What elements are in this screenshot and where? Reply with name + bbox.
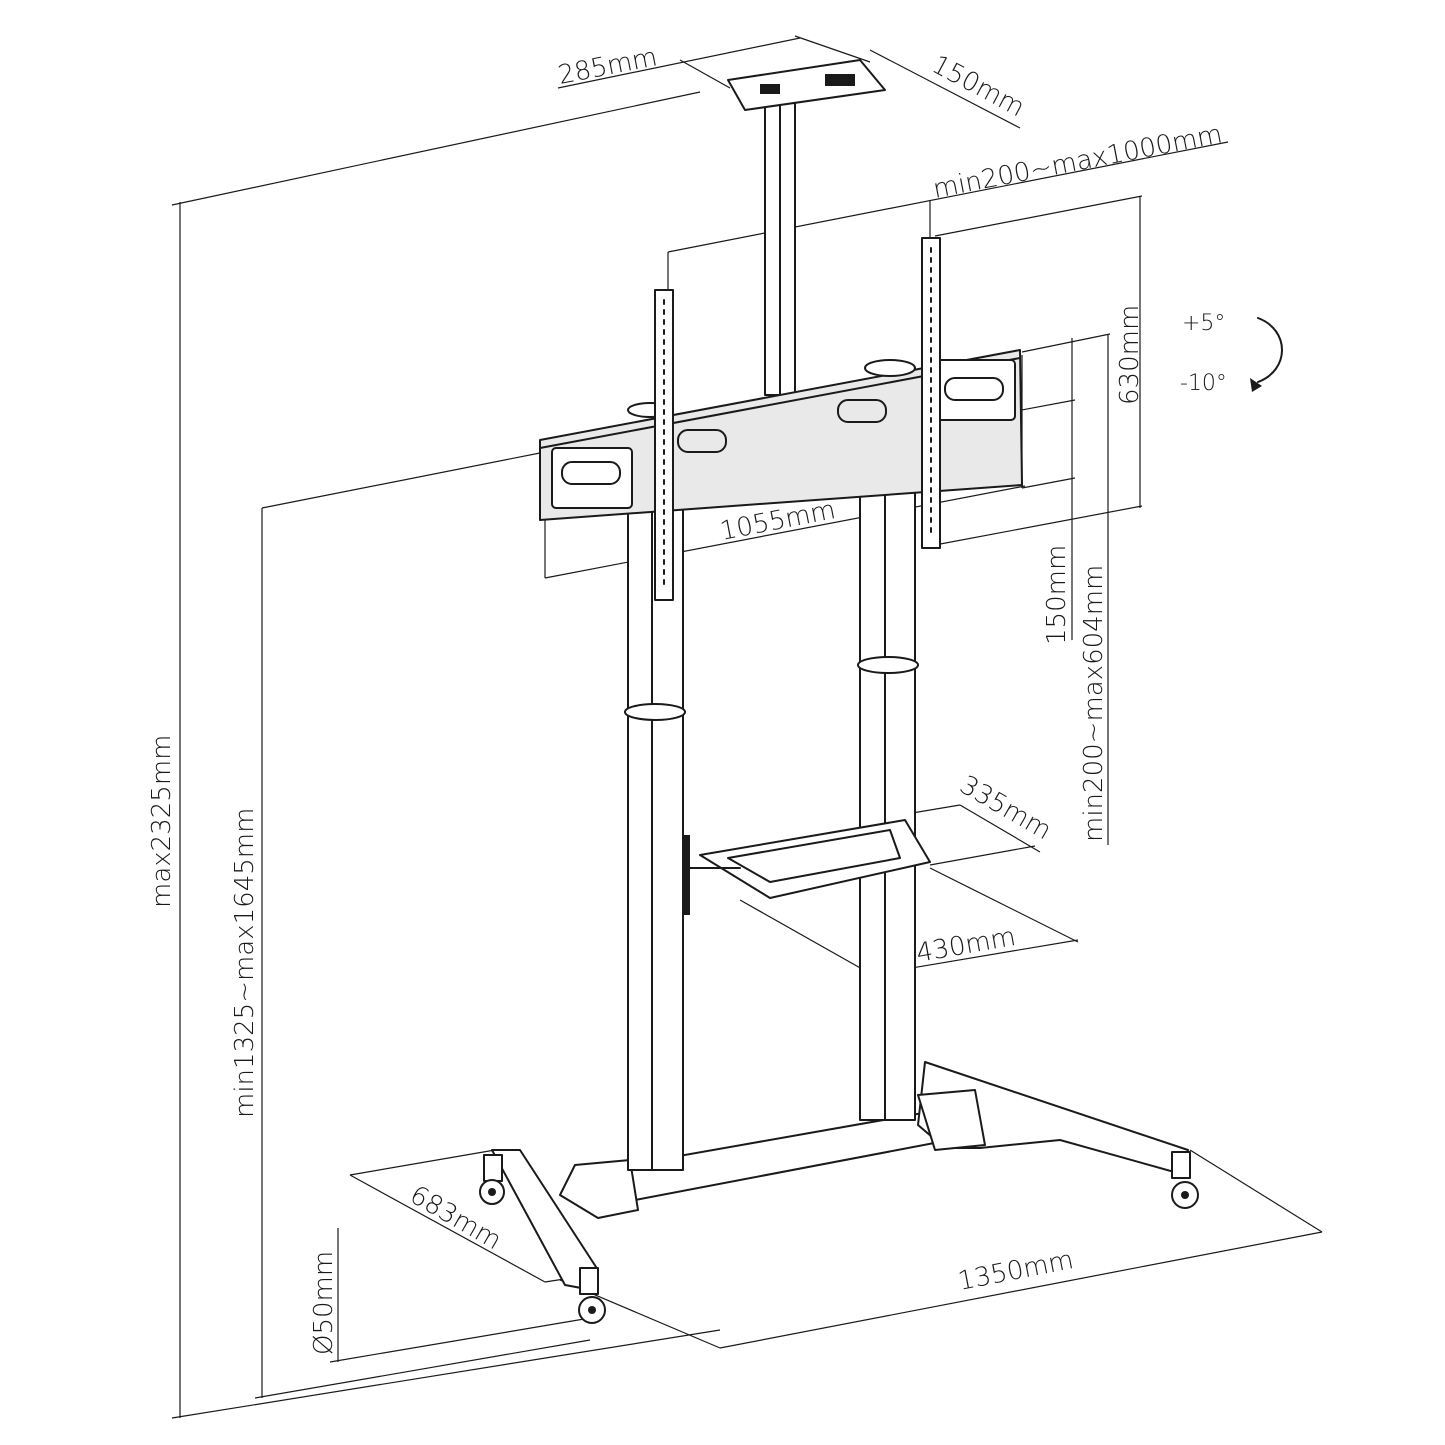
label-bracket-height: 150mm (1042, 545, 1072, 645)
label-max-height: max2325mm (147, 735, 177, 908)
label-vesa-horizontal: min200~max1000mm (931, 119, 1225, 205)
label-top-plate-width: 285mm (556, 42, 660, 91)
caster-back-right (1171, 1151, 1199, 1209)
caster-back-left (479, 1154, 505, 1205)
label-height-range: min1325~max1645mm (230, 808, 260, 1118)
label-shelf-width: 430mm (914, 922, 1018, 969)
top-plate (727, 59, 886, 111)
right-column (857, 454, 919, 1121)
camera-pole (727, 59, 886, 396)
label-tilt-up: +5° (1182, 311, 1225, 336)
label-base-width: 1350mm (956, 1245, 1076, 1297)
shelf (682, 819, 931, 915)
label-vesa-vertical: 630mm (1115, 305, 1145, 405)
tilt-arrow (1257, 317, 1283, 383)
label-shelf-depth: 335mm (955, 770, 1057, 846)
base-right-hub (917, 1089, 986, 1151)
label-top-plate-depth: 150mm (927, 50, 1030, 124)
left-vesa-rail (654, 289, 674, 601)
label-vesa-vertical-range: min200~max604mm (1079, 565, 1109, 842)
caster-front-left (578, 1267, 606, 1324)
base-left-hub (559, 1159, 639, 1219)
label-tilt-down: -10° (1180, 371, 1227, 396)
left-column (624, 504, 686, 1171)
right-vesa-rail (921, 237, 941, 549)
label-caster-diameter: Ø50mm (309, 1251, 339, 1355)
dimension-lines (171, 35, 1323, 1419)
tv-stand-illustration (479, 59, 1283, 1324)
